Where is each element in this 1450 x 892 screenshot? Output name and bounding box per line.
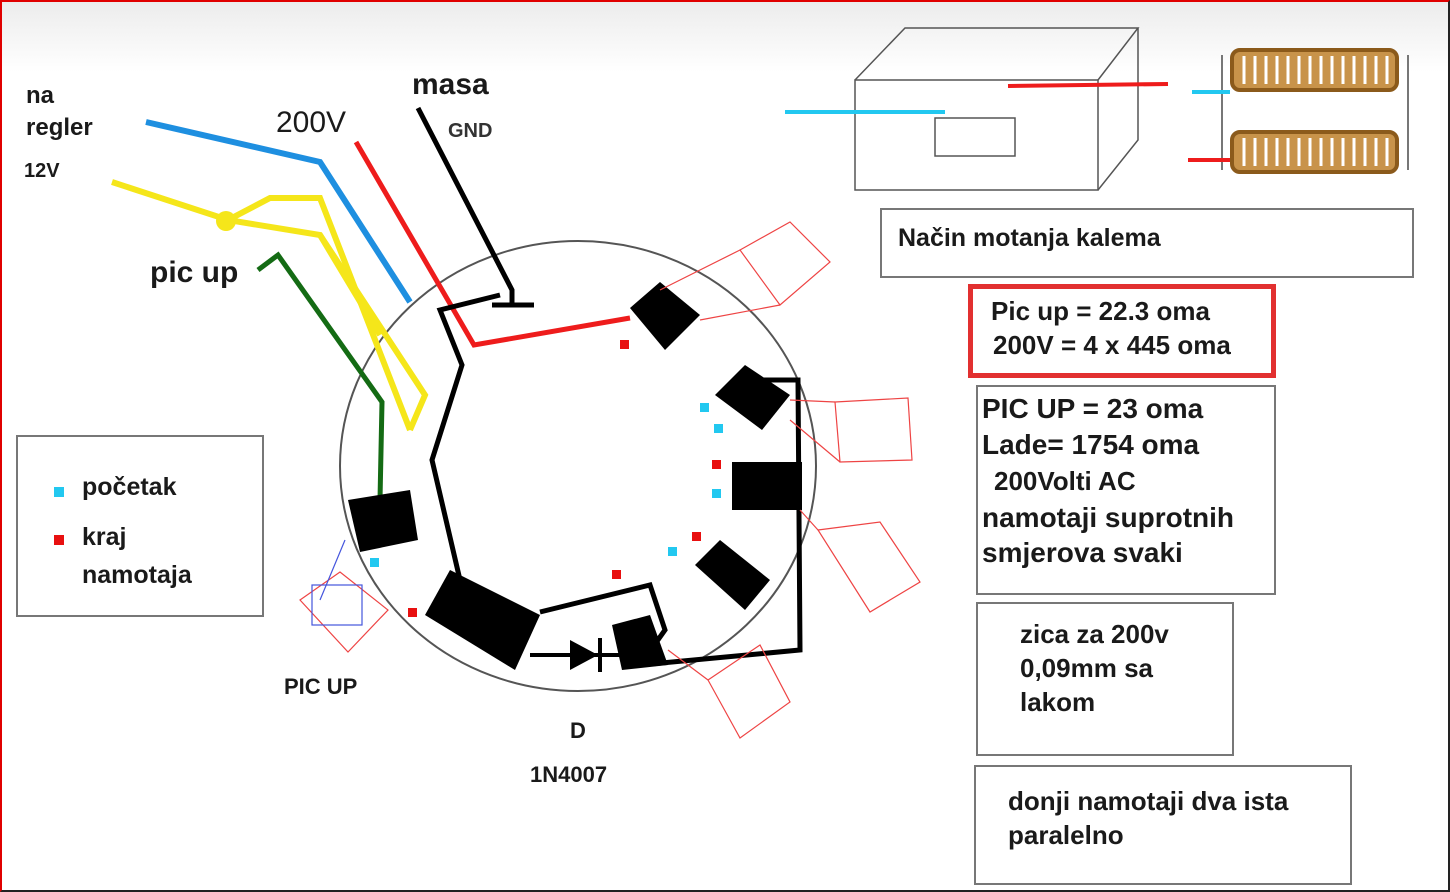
- wire-spec-line: lakom: [1020, 687, 1096, 717]
- blue-wire: [145, 119, 413, 304]
- start-marker-icon: [54, 487, 64, 497]
- coil: [732, 462, 802, 510]
- end-markers: [408, 340, 721, 617]
- label-gnd: GND: [448, 120, 493, 142]
- winding-box-illustration: [854, 27, 1140, 191]
- coil: [695, 540, 770, 610]
- inner-black-wire: [429, 292, 501, 581]
- highlight-line: Pic up = 22.3 oma: [991, 296, 1210, 326]
- highlight-line: 200V = 4 x 445 oma: [993, 330, 1231, 360]
- spec-line: smjerova svaki: [982, 537, 1183, 568]
- spec-line: namotaji suprotnih: [982, 502, 1234, 533]
- start-markers: [370, 403, 723, 567]
- spec-box: PIC UP = 23 oma Lade= 1754 oma 200Volti …: [976, 385, 1276, 595]
- yellow-wire-c: [317, 233, 429, 432]
- label-12v: 12V: [24, 160, 60, 182]
- winding-method-box: Način motanja kalema: [880, 208, 1414, 278]
- end-marker-icon: [54, 535, 64, 545]
- coil: [715, 365, 790, 430]
- pickup-winding-sketch: [311, 539, 363, 626]
- legend-end-1: kraj: [82, 523, 127, 551]
- spec-line: Lade= 1754 oma: [982, 429, 1200, 460]
- coil-winding-sketches: [299, 221, 921, 739]
- coil: [630, 282, 700, 350]
- legend-box: početak kraj namotaja: [16, 435, 264, 617]
- wire-spec-line: 0,09mm sa: [1020, 653, 1153, 683]
- label-na: na: [26, 82, 55, 109]
- wire-spec-line: zica za 200v: [1020, 619, 1169, 649]
- green-wire: [256, 251, 385, 501]
- lower-windings-line: paralelno: [1008, 820, 1124, 850]
- label-pic-up: pic up: [150, 256, 239, 289]
- yellow-junction: [216, 211, 236, 231]
- red-wire: [353, 140, 631, 348]
- red-lead: [1007, 82, 1169, 88]
- coil-windings-illustration: [1188, 48, 1409, 174]
- pickup-coil: [348, 490, 418, 552]
- label-200v: 200V: [276, 106, 347, 139]
- diode-symbol: [570, 640, 598, 670]
- label-masa: masa: [412, 68, 489, 101]
- legend-start: početak: [82, 473, 177, 501]
- coil: [425, 570, 540, 670]
- label-regler: regler: [26, 114, 93, 141]
- coil-stripes: [1242, 56, 1389, 166]
- yellow-wire-b: [226, 195, 413, 432]
- coil: [612, 615, 668, 670]
- label-diode-part: 1N4007: [530, 762, 608, 787]
- gnd-wire: [415, 106, 515, 305]
- lower-windings-line: donji namotaji dva ista: [1008, 786, 1289, 816]
- legend-end-2: namotaja: [82, 561, 192, 589]
- spec-line: PIC UP = 23 oma: [982, 393, 1204, 424]
- resistance-highlight-box: Pic up = 22.3 oma 200V = 4 x 445 oma: [968, 284, 1276, 378]
- lower-windings-box: donji namotaji dva ista paralelno: [974, 765, 1352, 885]
- label-diode: D: [570, 718, 586, 743]
- winding-method-text: Način motanja kalema: [898, 224, 1161, 252]
- spec-line: 200Volti AC: [994, 466, 1136, 496]
- stator-circle: [339, 240, 817, 692]
- label-pic-up-coil: PIC UP: [284, 674, 358, 699]
- wire-spec-box: zica za 200v 0,09mm sa lakom: [976, 602, 1234, 756]
